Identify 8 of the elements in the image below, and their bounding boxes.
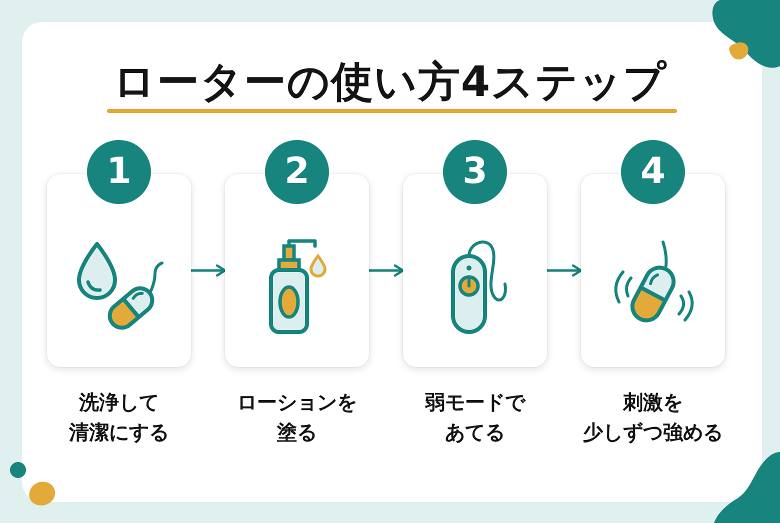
arrow (546, 264, 582, 277)
step-caption: 弱モードであてる (424, 389, 527, 446)
step-caption: 刺激を少しずつ強める (582, 389, 724, 446)
title: ローターの使い方4ステップ (112, 56, 668, 108)
step-caption: 洗浄して清潔にする (68, 389, 170, 446)
arrow (190, 264, 226, 277)
step-caption: ローションを塗る (236, 389, 358, 446)
arrow (368, 264, 404, 277)
